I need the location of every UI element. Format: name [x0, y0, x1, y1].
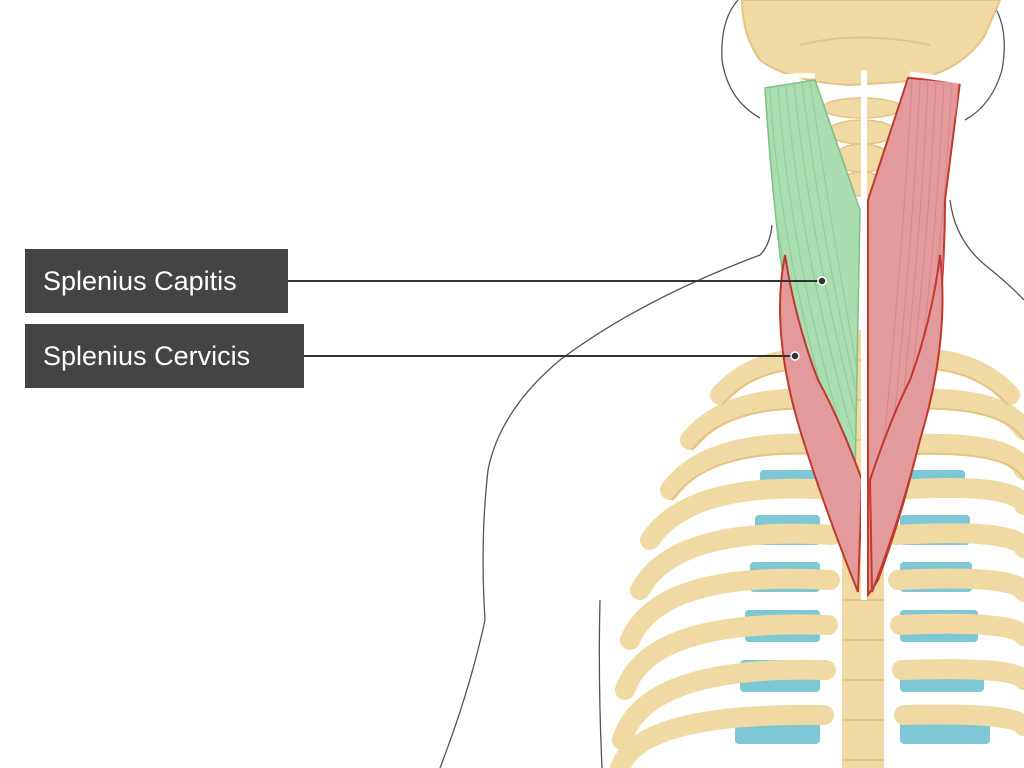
label-splenius-capitis: Splenius Capitis: [25, 249, 288, 313]
skull-line-left: [759, 73, 816, 85]
label-splenius-cervicis: Splenius Cervicis: [25, 324, 304, 388]
ribs-right: [878, 348, 1024, 736]
body-outline: [439, 0, 1024, 768]
leader-dot-cervicis: [790, 351, 800, 361]
skull-line-right: [909, 71, 966, 85]
leader-lines: [288, 276, 827, 361]
leader-dot-capitis: [817, 276, 827, 286]
splenius-cervicis-muscle: [779, 76, 962, 598]
skull: [740, 0, 1002, 87]
